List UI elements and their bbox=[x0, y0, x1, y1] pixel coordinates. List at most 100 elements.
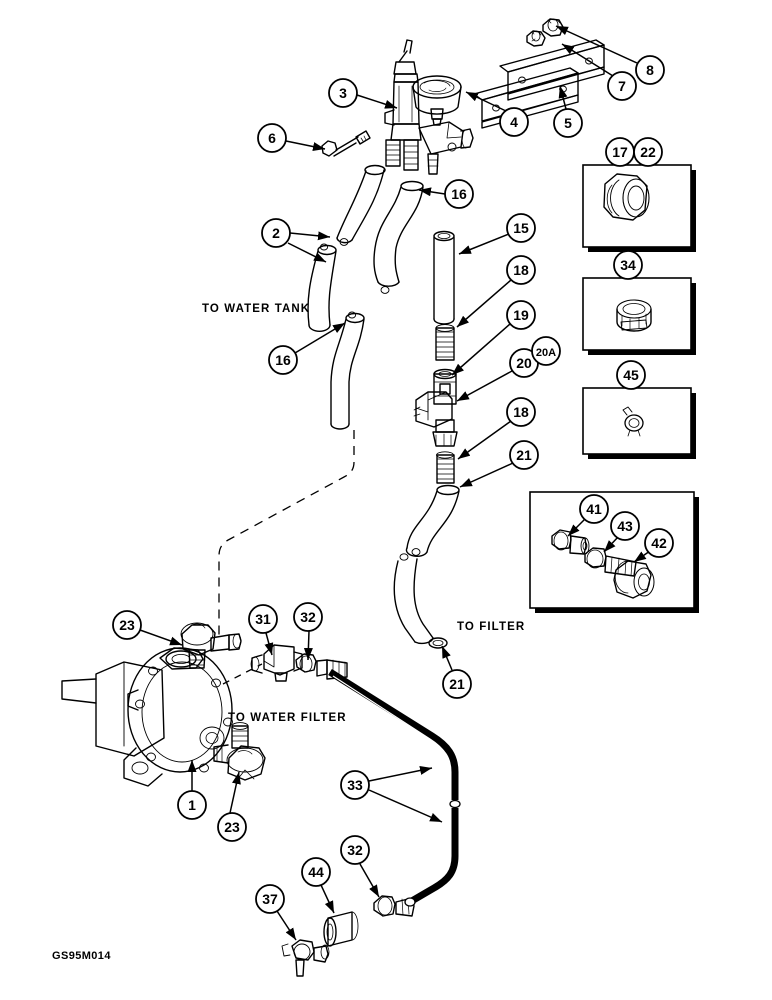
callout-circle-2 bbox=[261, 218, 291, 248]
callout-37[interactable]: 37 bbox=[255, 884, 285, 914]
spring-clamp-18-upper bbox=[435, 324, 455, 361]
mounting-plate-lower bbox=[473, 67, 579, 129]
callout-circle-5 bbox=[553, 108, 583, 138]
spring-clamp-18-lower bbox=[436, 451, 455, 484]
callout-44[interactable]: 44 bbox=[301, 857, 331, 887]
inset-small-clamp-45 bbox=[622, 406, 644, 437]
callout-number-31: 31 bbox=[255, 611, 271, 627]
callout-circle-16 bbox=[268, 345, 298, 375]
callout-circle-15 bbox=[506, 213, 536, 243]
callout-number-18: 18 bbox=[513, 404, 529, 420]
callout-number-34: 34 bbox=[620, 257, 636, 273]
hose-part16-lower bbox=[330, 311, 365, 430]
callout-number-42: 42 bbox=[651, 535, 667, 551]
callout-circle-3 bbox=[328, 78, 358, 108]
steel-tube-part33 bbox=[328, 669, 461, 907]
callout-leader-42 bbox=[633, 550, 651, 563]
callout-17[interactable]: 17 bbox=[605, 137, 635, 167]
hose-part2-lower bbox=[307, 243, 337, 332]
callout-number-5: 5 bbox=[564, 115, 572, 131]
callout-22[interactable]: 22 bbox=[633, 137, 663, 167]
callout-circle-21 bbox=[442, 669, 472, 699]
label-to-water-filter: TO WATER FILTER bbox=[228, 712, 347, 724]
callout-circle-31 bbox=[248, 604, 278, 634]
callout-18[interactable]: 18 bbox=[506, 397, 536, 427]
callout-number-21: 21 bbox=[449, 676, 465, 692]
callout-43[interactable]: 43 bbox=[610, 511, 640, 541]
callout-45[interactable]: 45 bbox=[616, 360, 646, 390]
callout-21[interactable]: 21 bbox=[509, 440, 539, 470]
callout-18[interactable]: 18 bbox=[506, 255, 536, 285]
figure-code: GS95M014 bbox=[52, 950, 111, 962]
hose-routing-dashed-line bbox=[218, 430, 355, 640]
callout-42[interactable]: 42 bbox=[644, 528, 674, 558]
elbow-fitting-upper-part23 bbox=[180, 622, 242, 669]
callout-circle-45 bbox=[616, 360, 646, 390]
elbow-fitting-lower-part23 bbox=[213, 722, 266, 781]
callout-number-22: 22 bbox=[640, 144, 656, 160]
callout-23[interactable]: 23 bbox=[112, 610, 142, 640]
callout-leader-23 bbox=[229, 771, 241, 814]
callout-circle-33 bbox=[340, 770, 370, 800]
label-to-filter: TO FILTER bbox=[457, 621, 526, 633]
callout-circle-19 bbox=[506, 300, 536, 330]
callout-leader-33 bbox=[368, 789, 443, 823]
callout-32[interactable]: 32 bbox=[293, 602, 323, 632]
callout-leader-23 bbox=[139, 629, 183, 646]
callout-2[interactable]: 2 bbox=[261, 218, 291, 248]
callout-leader-19 bbox=[451, 323, 511, 376]
callout-number-16: 16 bbox=[275, 352, 291, 368]
callout-15[interactable]: 15 bbox=[506, 213, 536, 243]
callout-leader-6 bbox=[285, 140, 326, 151]
callout-leader-16 bbox=[294, 322, 346, 354]
callout-7[interactable]: 7 bbox=[607, 71, 637, 101]
callout-leader-3 bbox=[356, 94, 398, 109]
callout-32[interactable]: 32 bbox=[340, 835, 370, 865]
callout-20A[interactable]: 20A bbox=[531, 336, 561, 366]
inset-box-fasteners bbox=[529, 491, 699, 613]
inset-worm-clamp-34 bbox=[616, 299, 652, 332]
drain-cock-part37 bbox=[281, 939, 330, 977]
callout-4[interactable]: 4 bbox=[499, 107, 529, 137]
callout-number-1: 1 bbox=[188, 797, 196, 813]
callout-leader-43 bbox=[603, 536, 619, 553]
callout-33[interactable]: 33 bbox=[340, 770, 370, 800]
callout-21[interactable]: 21 bbox=[442, 669, 472, 699]
hose-part15 bbox=[433, 230, 455, 325]
callout-41[interactable]: 41 bbox=[579, 494, 609, 524]
callout-19[interactable]: 19 bbox=[506, 300, 536, 330]
callout-leader-31 bbox=[264, 632, 274, 656]
callout-number-43: 43 bbox=[617, 518, 633, 534]
callout-20[interactable]: 20 bbox=[509, 348, 539, 378]
hose-part21-lower bbox=[393, 553, 448, 649]
callout-number-45: 45 bbox=[623, 367, 639, 383]
inset-seal-17-22 bbox=[603, 173, 650, 221]
elbow-valve-part20 bbox=[413, 383, 458, 447]
callout-8[interactable]: 8 bbox=[635, 55, 665, 85]
callout-number-33: 33 bbox=[347, 777, 363, 793]
callout-23[interactable]: 23 bbox=[217, 812, 247, 842]
callout-31[interactable]: 31 bbox=[248, 604, 278, 634]
callout-circle-37 bbox=[255, 884, 285, 914]
washer-part7 bbox=[526, 30, 546, 47]
callout-1[interactable]: 1 bbox=[177, 790, 207, 820]
callout-leader-32 bbox=[303, 630, 313, 661]
callout-16[interactable]: 16 bbox=[444, 179, 474, 209]
callout-5[interactable]: 5 bbox=[553, 108, 583, 138]
callout-number-7: 7 bbox=[618, 78, 626, 94]
callout-leader-5 bbox=[558, 85, 568, 110]
callout-34[interactable]: 34 bbox=[613, 250, 643, 280]
callout-number-17: 17 bbox=[612, 144, 628, 160]
label-to-water-tank: TO WATER TANK bbox=[202, 303, 311, 315]
callout-6[interactable]: 6 bbox=[257, 123, 287, 153]
callout-number-20: 20 bbox=[516, 355, 532, 371]
callout-number-20A: 20A bbox=[536, 347, 556, 359]
callout-3[interactable]: 3 bbox=[328, 78, 358, 108]
callout-circle-22 bbox=[633, 137, 663, 167]
hose-part16-upper bbox=[373, 180, 424, 294]
callout-leader-18 bbox=[456, 279, 512, 328]
inset-bolt-41 bbox=[551, 529, 590, 555]
callout-16[interactable]: 16 bbox=[268, 345, 298, 375]
